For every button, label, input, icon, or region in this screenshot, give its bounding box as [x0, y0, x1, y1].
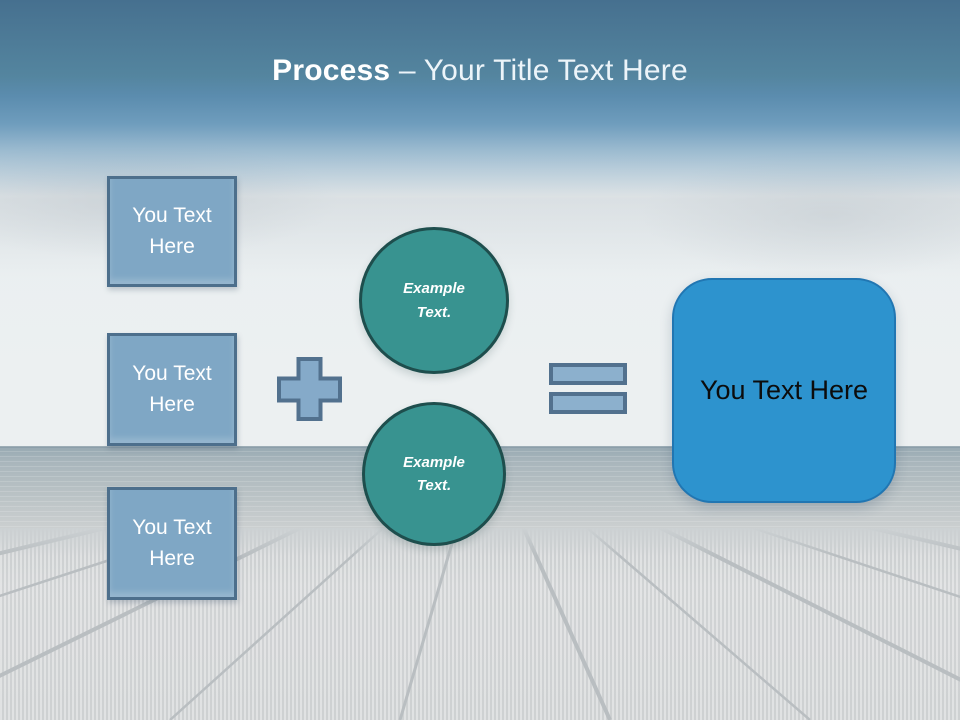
result-box-label: You Text Here [699, 375, 869, 405]
text-box-1-label: You Text Here [132, 204, 212, 258]
text-box-1[interactable]: You Text Here [107, 176, 237, 287]
text-box-2-label: You Text Here [132, 362, 212, 416]
example-circle-1[interactable]: Example Text. [359, 227, 509, 374]
header-gradient [0, 0, 960, 200]
text-box-2[interactable]: You Text Here [107, 333, 237, 446]
result-box[interactable]: You Text Here [672, 278, 896, 503]
example-circle-2[interactable]: Example Text. [362, 402, 506, 546]
text-box-3[interactable]: You Text Here [107, 487, 237, 600]
equals-bar-bottom [549, 392, 627, 414]
plus-icon[interactable] [277, 357, 342, 421]
text-box-3-label: You Text Here [132, 516, 212, 570]
slide-title[interactable]: Process – Your Title Text Here [0, 54, 960, 88]
title-rest: – Your Title Text Here [390, 54, 688, 87]
example-circle-2-label: Example Text. [403, 453, 465, 494]
example-circle-1-label: Example Text. [403, 280, 465, 321]
equals-bar-top [549, 363, 627, 385]
equals-icon[interactable] [549, 363, 627, 414]
title-emphasis: Process [272, 54, 391, 87]
